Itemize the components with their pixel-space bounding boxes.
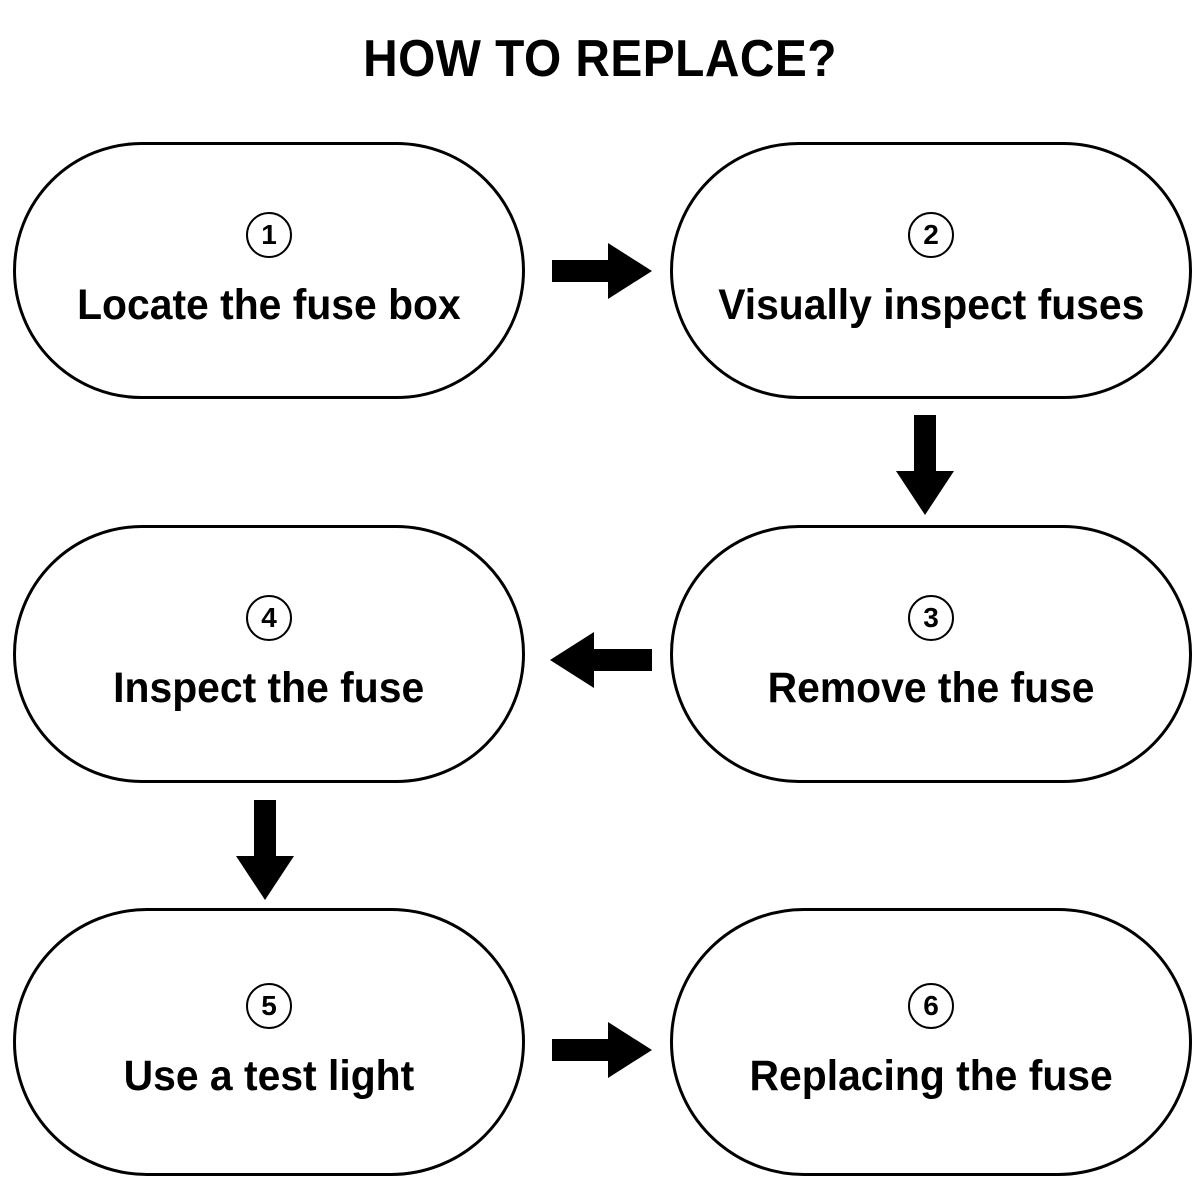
step-number-badge-1: 1 bbox=[246, 211, 292, 258]
step-label-3: Remove the fuse bbox=[767, 664, 1095, 712]
step-box-3[interactable]: 3 Remove the fuse bbox=[670, 525, 1192, 783]
arrow-right-icon-step1-to-step2 bbox=[552, 243, 652, 299]
step-number-4: 4 bbox=[261, 602, 277, 633]
step-label-4: Inspect the fuse bbox=[113, 664, 425, 712]
arrow-left-icon-step3-to-step4 bbox=[550, 632, 652, 688]
step-number-badge-6: 6 bbox=[908, 983, 954, 1029]
step-number-badge-4: 4 bbox=[246, 595, 292, 641]
step-box-6[interactable]: 6 Replacing the fuse bbox=[670, 908, 1192, 1176]
step-label-5: Use a test light bbox=[123, 1052, 415, 1100]
step-number-badge-3: 3 bbox=[908, 595, 954, 641]
arrow-down-icon-step2-to-step3 bbox=[896, 415, 954, 515]
arrow-right-icon-step5-to-step6 bbox=[552, 1022, 652, 1078]
page-title: HOW TO REPLACE? bbox=[363, 30, 837, 88]
step-label-2: Visually inspect fuses bbox=[717, 280, 1145, 329]
arrow-down-icon-step4-to-step5 bbox=[236, 800, 294, 900]
step-label-6: Replacing the fuse bbox=[749, 1052, 1113, 1100]
step-box-5[interactable]: 5 Use a test light bbox=[13, 908, 525, 1176]
step-box-2[interactable]: 2 Visually inspect fuses bbox=[670, 142, 1192, 399]
step-number-1: 1 bbox=[261, 218, 277, 250]
step-box-4[interactable]: 4 Inspect the fuse bbox=[13, 525, 525, 783]
step-number-3: 3 bbox=[923, 602, 939, 633]
step-box-1[interactable]: 1 Locate the fuse box bbox=[13, 142, 525, 399]
step-number-2: 2 bbox=[923, 218, 939, 250]
step-label-1: Locate the fuse box bbox=[77, 280, 461, 329]
step-number-6: 6 bbox=[923, 990, 939, 1021]
step-number-5: 5 bbox=[261, 990, 277, 1021]
step-number-badge-2: 2 bbox=[908, 211, 954, 258]
step-number-badge-5: 5 bbox=[246, 983, 292, 1029]
